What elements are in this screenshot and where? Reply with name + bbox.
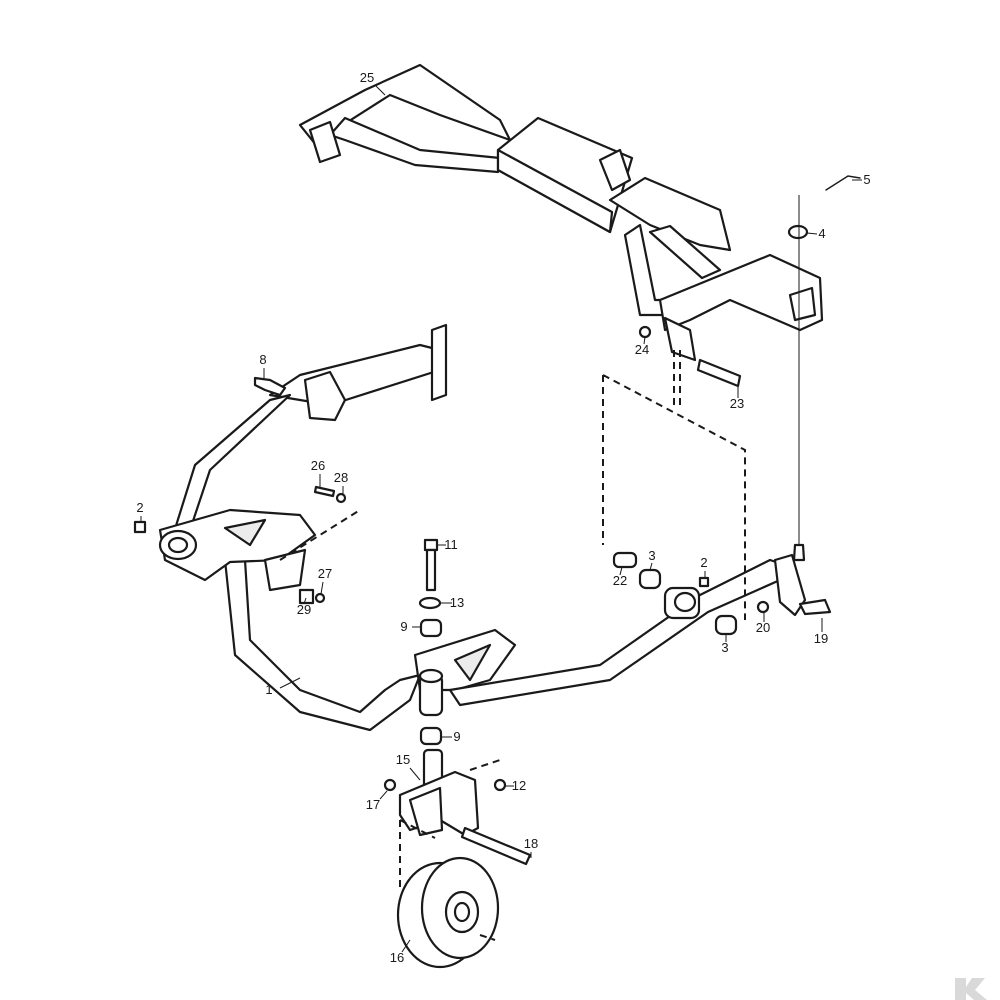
assembly-guide-lines bbox=[279, 350, 746, 941]
callout-12: 12 bbox=[512, 778, 526, 793]
callout-15: 15 bbox=[396, 752, 410, 767]
callout-leader bbox=[320, 581, 324, 595]
callout-13: 13 bbox=[450, 595, 464, 610]
callout-22: 22 bbox=[613, 573, 627, 588]
callout-3: 3 bbox=[648, 548, 655, 563]
callout-23: 23 bbox=[730, 396, 744, 411]
callout-27: 27 bbox=[318, 566, 332, 581]
callout-29: 29 bbox=[297, 602, 311, 617]
callout-11: 11 bbox=[444, 537, 458, 552]
callout-5: 5 bbox=[863, 172, 870, 187]
callout-leader bbox=[303, 597, 307, 605]
callout-8: 8 bbox=[259, 352, 266, 367]
callout-leader bbox=[279, 677, 301, 689]
callout-19: 19 bbox=[814, 631, 828, 646]
callout-4: 4 bbox=[818, 226, 825, 241]
callout-2: 2 bbox=[700, 555, 707, 570]
callout-labels: 1223345899111213151617181920222324252627… bbox=[136, 70, 870, 965]
callout-2: 2 bbox=[136, 500, 143, 515]
front-axle-frame bbox=[158, 323, 807, 732]
callout-26: 26 bbox=[311, 458, 325, 473]
callout-17: 17 bbox=[366, 797, 380, 812]
caster-yoke bbox=[383, 748, 532, 866]
callout-leader bbox=[409, 767, 421, 781]
caster-wheel bbox=[396, 856, 500, 969]
callout-9: 9 bbox=[453, 729, 460, 744]
callout-leader bbox=[806, 232, 818, 235]
callout-leader bbox=[649, 562, 653, 571]
callout-1: 1 bbox=[265, 682, 272, 697]
callout-25: 25 bbox=[360, 70, 374, 85]
callout-9: 9 bbox=[400, 619, 407, 634]
callout-20: 20 bbox=[756, 620, 770, 635]
hardware bbox=[133, 175, 861, 746]
callout-leader bbox=[401, 939, 411, 953]
callout-3: 3 bbox=[721, 640, 728, 655]
callout-18: 18 bbox=[524, 836, 538, 851]
callout-16: 16 bbox=[390, 950, 404, 965]
callout-leader bbox=[375, 85, 386, 96]
callout-leader bbox=[643, 336, 646, 345]
callout-28: 28 bbox=[334, 470, 348, 485]
rear-mounting-frame bbox=[298, 63, 824, 362]
callout-24: 24 bbox=[635, 342, 649, 357]
callout-leader bbox=[379, 790, 388, 800]
callout-leader bbox=[619, 566, 623, 576]
brand-k-logo bbox=[955, 978, 987, 1000]
